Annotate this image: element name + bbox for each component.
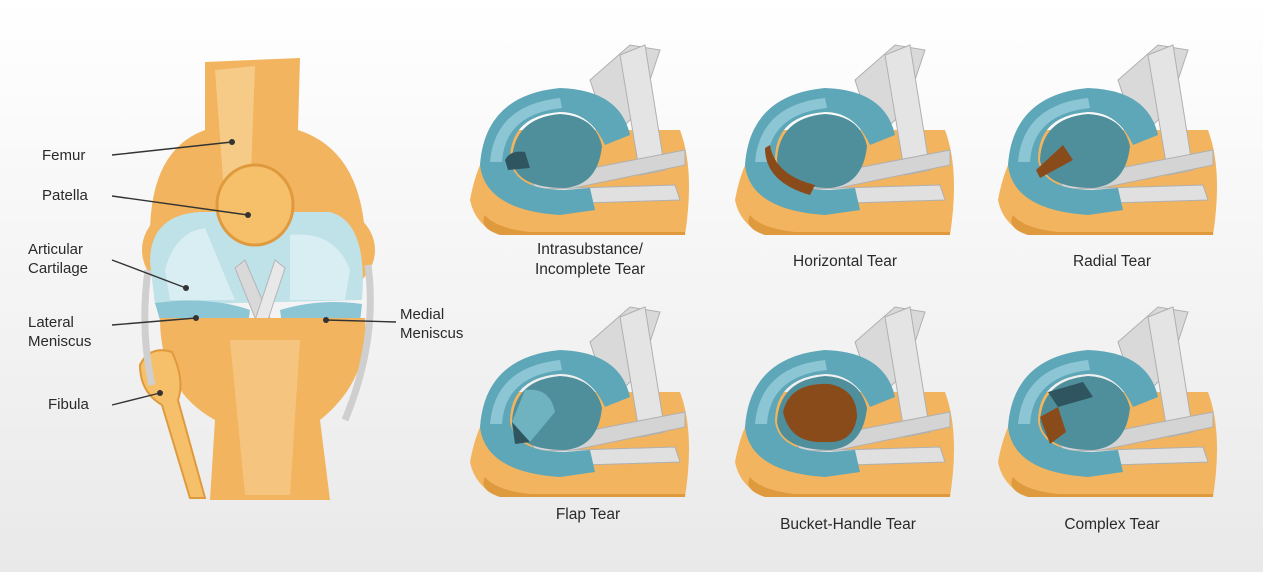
caption-complex-tear: Complex Tear [1012, 515, 1212, 535]
tear-illustration-horizontal [735, 45, 954, 235]
tear-illustration-radial [998, 45, 1217, 235]
caption-horizontal-tear: Horizontal Tear [745, 252, 945, 272]
tear-illustration-flap [470, 307, 689, 497]
label-lateral-meniscus: Lateral Meniscus [28, 313, 91, 351]
caption-radial-tear: Radial Tear [1012, 252, 1212, 272]
label-patella: Patella [42, 186, 88, 205]
tear-illustration-complex [998, 307, 1217, 497]
tear-illustration-bucket-handle [735, 307, 954, 497]
tear-illustration-intrasubstance [470, 45, 689, 235]
label-femur: Femur [42, 146, 85, 165]
caption-flap-tear: Flap Tear [488, 505, 688, 525]
caption-intrasubstance-tear: Intrasubstance/ Incomplete Tear [490, 240, 690, 280]
label-articular-cartilage: Articular Cartilage [28, 240, 88, 278]
patella [217, 165, 293, 245]
caption-bucket-handle-tear: Bucket-Handle Tear [748, 515, 948, 535]
label-fibula: Fibula [48, 395, 89, 414]
label-medial-meniscus: Medial Meniscus [400, 305, 463, 343]
